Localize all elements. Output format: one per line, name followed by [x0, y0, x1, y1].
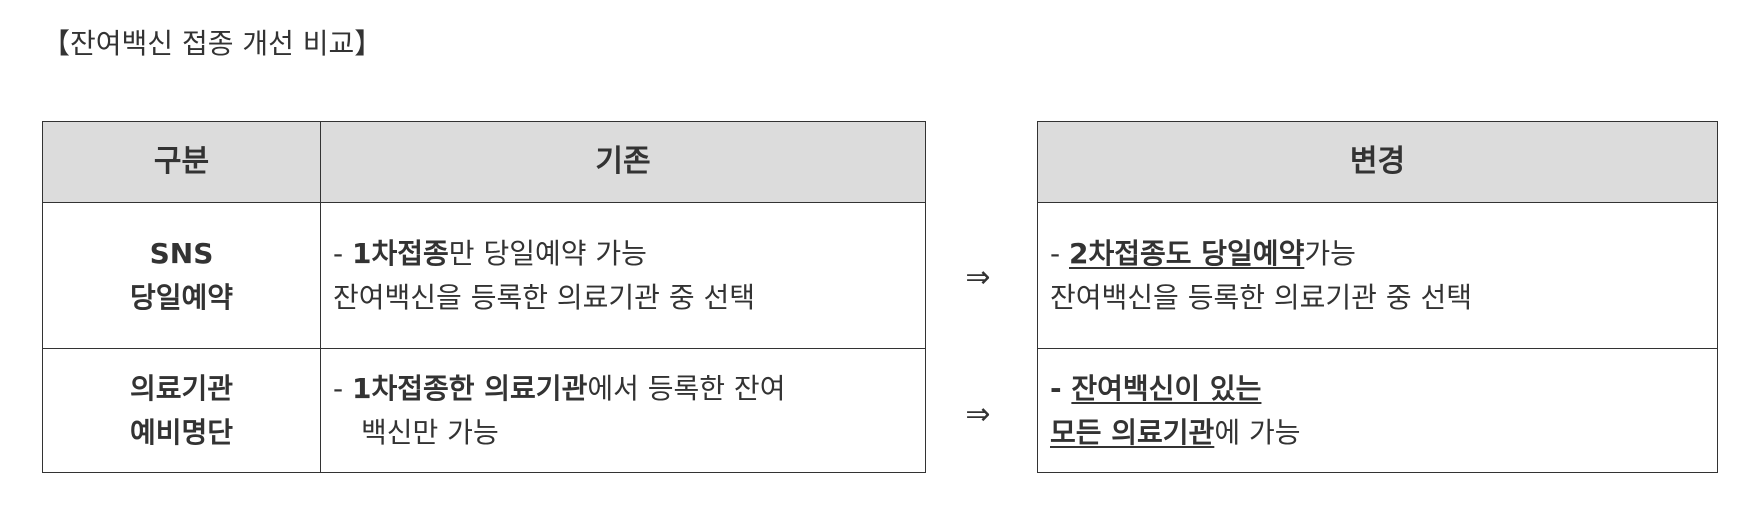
dash: - [333, 371, 353, 405]
after-cell: - 2차접종도 당일예약가능 잔여백신을 등록한 의료기관 중 선택 [1037, 202, 1718, 349]
header-after: 변경 [1037, 121, 1718, 203]
arrow-row-1: ⇒ [965, 260, 991, 295]
after-line: 모든 의료기관에 가능 [1050, 411, 1717, 455]
before-cell: - 1차접종한 의료기관에서 등록한 잔여 백신만 가능 [320, 348, 926, 473]
before-line: - 1차접종만 당일예약 가능 [333, 232, 925, 276]
before-line: - 1차접종한 의료기관에서 등록한 잔여 [333, 367, 925, 411]
category-cell: 의료기관 예비명단 [42, 348, 321, 473]
before-line: 잔여백신을 등록한 의료기관 중 선택 [333, 280, 756, 314]
header-before: 기존 [320, 121, 926, 203]
after-line: - 잔여백신이 있는 [1050, 367, 1717, 411]
dash: - [1050, 236, 1070, 270]
after-line: 잔여백신을 등록한 의료기관 중 선택 [1050, 280, 1473, 314]
before-line: 백신만 가능 [361, 415, 499, 449]
category-line: 예비명단 [129, 415, 234, 449]
bold-text: 1차접종한 의료기관 [352, 371, 588, 405]
text: 만 당일예약 가능 [448, 236, 647, 270]
table-row: - 2차접종도 당일예약가능 잔여백신을 등록한 의료기관 중 선택 [1037, 202, 1718, 349]
underlined-text: 잔여백신이 있는 [1071, 371, 1262, 405]
text: 가능 [1304, 236, 1356, 270]
underlined-text: 2차접종도 당일예약 [1069, 236, 1305, 270]
table-row: - 잔여백신이 있는 모든 의료기관에 가능 [1037, 348, 1718, 473]
dash: - [1050, 371, 1072, 405]
before-cell: - 1차접종만 당일예약 가능 잔여백신을 등록한 의료기관 중 선택 [320, 202, 926, 349]
header-category: 구분 [42, 121, 321, 203]
text: 에서 등록한 잔여 [587, 371, 786, 405]
after-line: - 2차접종도 당일예약가능 [1050, 232, 1717, 276]
dash: - [333, 236, 353, 270]
category-line: SNS [149, 236, 214, 270]
category-line: 의료기관 [129, 371, 234, 405]
underlined-text: 모든 의료기관 [1050, 415, 1215, 449]
comparison-table-after: 변경 - 2차접종도 당일예약가능 잔여백신을 등록한 의료기관 중 선택 - … [1037, 121, 1718, 473]
after-cell: - 잔여백신이 있는 모든 의료기관에 가능 [1037, 348, 1718, 473]
bold-text: 1차접종 [352, 236, 449, 270]
table-row: 의료기관 예비명단 - 1차접종한 의료기관에서 등록한 잔여 백신만 가능 [42, 348, 926, 473]
comparison-table-before: 구분 기존 SNS 당일예약 - 1차접종만 당일예약 가능 잔여백신을 등록한… [42, 121, 926, 473]
table-row: SNS 당일예약 - 1차접종만 당일예약 가능 잔여백신을 등록한 의료기관 … [42, 202, 926, 349]
category-line: 당일예약 [129, 280, 234, 314]
arrow-row-2: ⇒ [965, 397, 991, 432]
text: 에 가능 [1214, 415, 1301, 449]
category-cell: SNS 당일예약 [42, 202, 321, 349]
page-title: 【잔여백신 접종 개선 비교】 [42, 27, 383, 60]
